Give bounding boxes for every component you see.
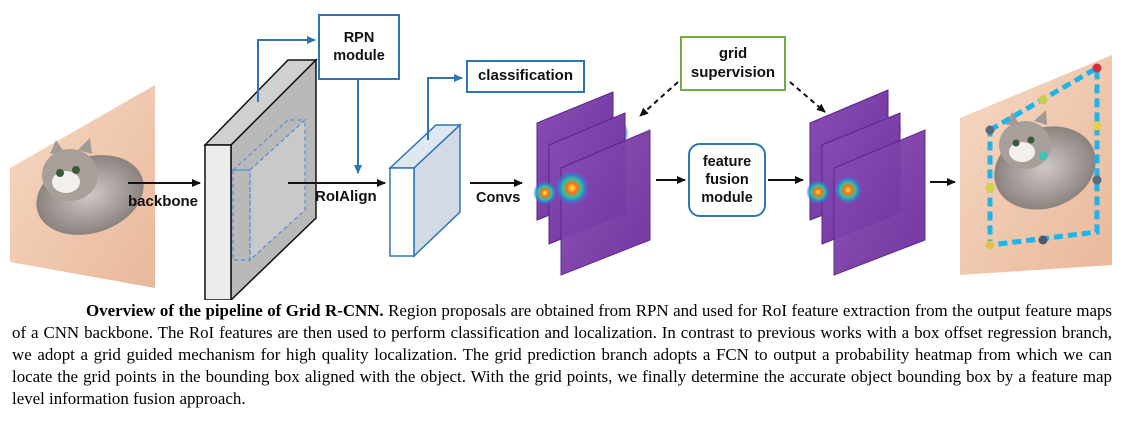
grid-point [1038, 151, 1048, 161]
fusion-label-line1: feature [702, 153, 752, 170]
fusion-label-line3: module [701, 190, 753, 207]
backbone-label: backbone [128, 193, 199, 210]
output-cat-image [960, 55, 1112, 275]
classification-label: classification [477, 67, 574, 85]
rpn-label-line1: RPN [343, 29, 375, 46]
heatmap-stack-1 [533, 91, 651, 276]
grid-point [1092, 175, 1102, 185]
grid-point [1092, 63, 1102, 73]
grid-point [1092, 121, 1102, 131]
grid-point [1038, 95, 1048, 105]
feature-fusion-module-box: feature fusion module [688, 143, 766, 217]
heatmap-stack-2 [806, 89, 926, 276]
predicted-bounding-box [985, 63, 1102, 250]
classification-box: classification [466, 60, 585, 93]
grid-point [985, 240, 995, 250]
grid-label-line2: supervision [690, 63, 776, 81]
grid-supervision-box: grid supervision [680, 36, 786, 91]
grid-supervision-arrow-right [789, 81, 826, 113]
caption-title: Overview of the pipeline of Grid R-CNN. [86, 301, 384, 320]
convs-label: Convs [476, 190, 521, 206]
grid-supervision-arrow-left [639, 81, 679, 117]
figure-caption: Overview of the pipeline of Grid R-CNN. … [12, 300, 1112, 410]
rpn-branch-arrow [257, 36, 316, 102]
grid-point [985, 183, 995, 193]
backbone-feature-block [203, 58, 318, 300]
caption-body: Region proposals are obtained from RPN a… [12, 301, 1112, 408]
grid-point [985, 125, 995, 135]
rpn-module-box: RPN module [318, 14, 400, 80]
rpn-label-line2: module [333, 48, 385, 64]
grid-label-line1: grid [718, 44, 748, 62]
grid-point [1038, 235, 1048, 245]
fusion-label-line2: fusion [705, 171, 749, 188]
roialign-label: RoIAlign [315, 188, 377, 205]
roi-feature-block [388, 123, 462, 258]
input-cat-image [10, 85, 155, 288]
pipeline-diagram [10, 36, 1112, 300]
classification-branch-arrow [427, 74, 463, 140]
